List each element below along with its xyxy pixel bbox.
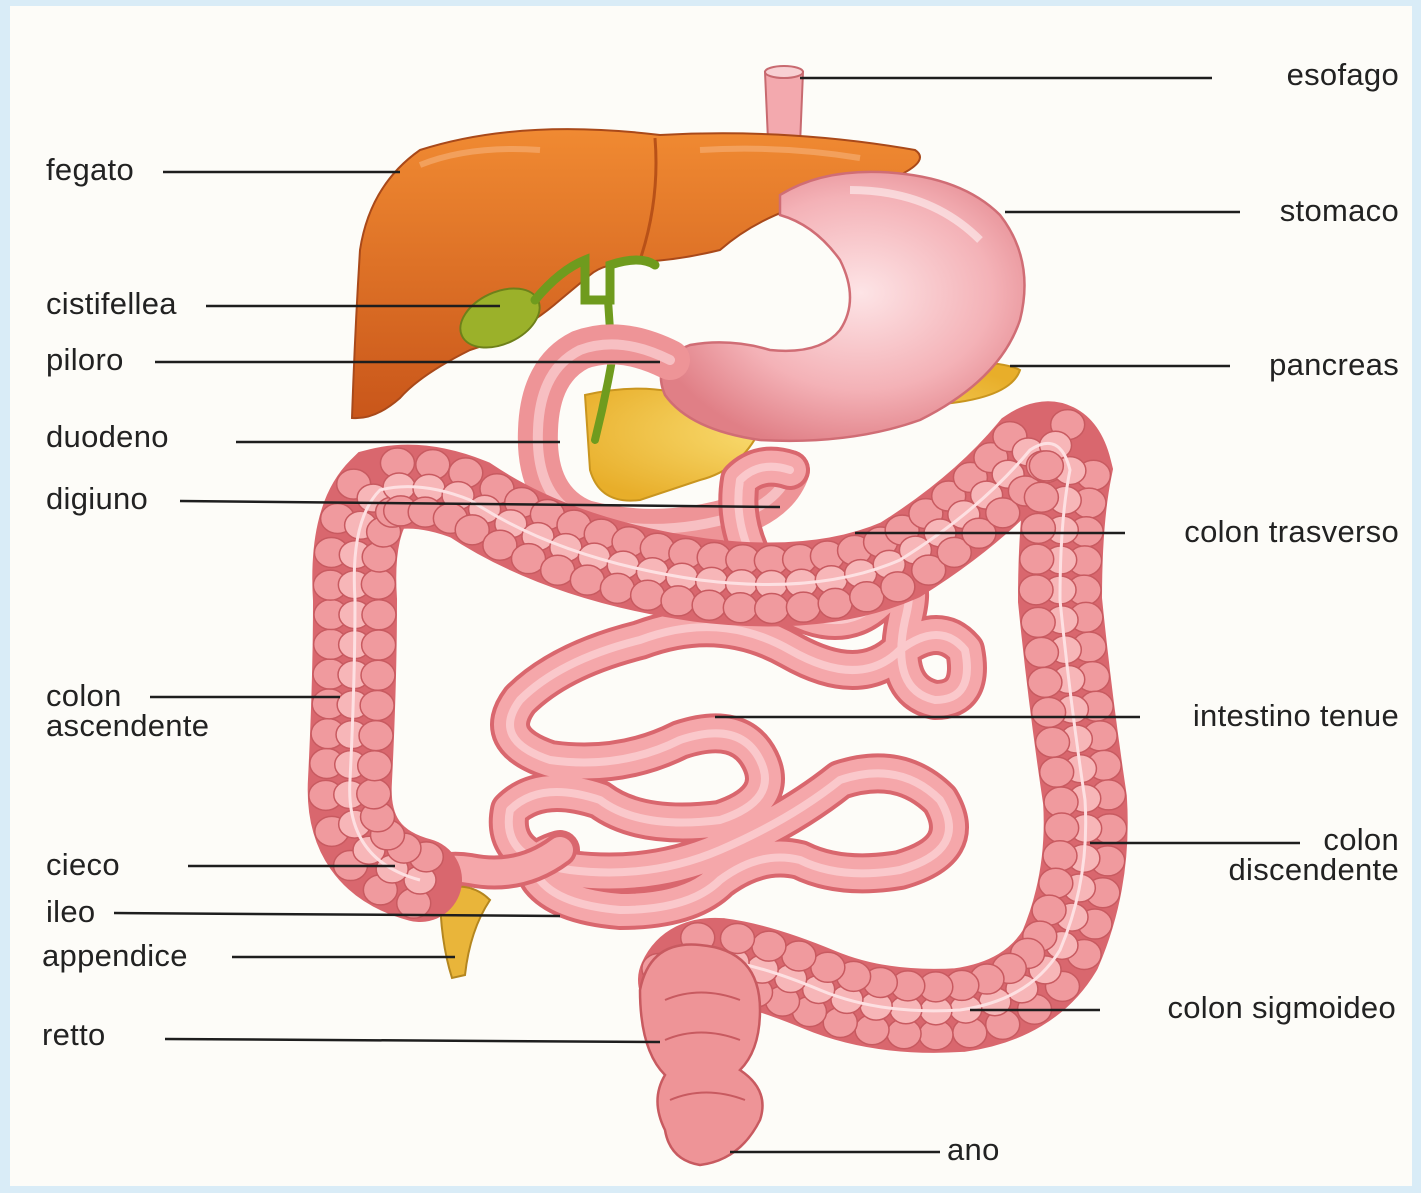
label-ileo: ileo <box>46 897 95 927</box>
colon-haustrum <box>541 555 575 585</box>
label-pancreas: pancreas <box>1269 350 1399 380</box>
colon-haustrum <box>362 630 396 660</box>
colon-haustrum <box>359 721 393 751</box>
colon-haustrum <box>357 779 391 809</box>
label-intestino-tenue: intestino tenue <box>1193 701 1399 731</box>
rectum <box>640 945 763 1165</box>
colon-haustrum <box>661 586 695 616</box>
colon-haustrum <box>1024 482 1058 512</box>
colon-haustrum <box>361 660 395 690</box>
label-colon-trasverso: colon trasverso <box>1184 517 1399 547</box>
colon-haustrum <box>361 569 395 599</box>
colon-haustrum <box>1024 637 1058 667</box>
colon-haustrum <box>850 582 884 612</box>
label-stomaco: stomaco <box>1280 196 1399 226</box>
colon-haustrum <box>570 565 604 595</box>
label-cistifellea: cistifellea <box>46 289 177 319</box>
colon-haustrum <box>1036 727 1070 757</box>
label-fegato: fegato <box>46 155 134 185</box>
label-esofago: esofago <box>1287 60 1399 90</box>
label-colon-ascendente-line1: colon <box>46 681 209 711</box>
label-colon-discendente: colon discendente <box>1229 825 1400 885</box>
label-piloro: piloro <box>46 345 124 375</box>
colon-haustrum <box>881 572 915 602</box>
colon-haustrum <box>600 573 634 603</box>
colon-haustrum <box>1019 575 1053 605</box>
colon-haustrum <box>1021 607 1055 637</box>
colon-haustrum <box>782 941 816 971</box>
label-digiuno: digiuno <box>46 484 148 514</box>
colon-haustrum <box>1040 757 1074 787</box>
label-duodeno: duodeno <box>46 422 169 452</box>
colon-haustrum <box>1043 841 1077 871</box>
colon-haustrum <box>1028 667 1062 697</box>
label-colon-sigmoideo: colon sigmoideo <box>1167 993 1396 1023</box>
colon-haustrum <box>631 580 665 610</box>
label-ano: ano <box>947 1135 1000 1165</box>
colon-haustrum <box>723 593 757 623</box>
colon-haustrum <box>1032 697 1066 727</box>
colon-haustrum <box>1045 813 1079 843</box>
colon-haustrum <box>692 590 726 620</box>
colon-haustrum <box>752 931 786 961</box>
colon-haustrum <box>1029 451 1063 481</box>
label-colon-discendente-line2: discendente <box>1229 855 1400 885</box>
colon-haustrum <box>360 690 394 720</box>
label-colon-ascendente: colon ascendente <box>46 681 209 741</box>
colon-haustrum <box>1020 544 1054 574</box>
colon-haustrum <box>1032 895 1066 925</box>
label-appendice: appendice <box>42 941 188 971</box>
colon-haustrum <box>1039 868 1073 898</box>
colon-haustrum <box>720 923 754 953</box>
colon-haustrum <box>358 751 392 781</box>
colon-haustrum <box>818 588 852 618</box>
colon-haustrum <box>786 592 820 622</box>
label-colon-discendente-line1: colon <box>1229 825 1400 855</box>
colon-haustrum <box>1021 513 1055 543</box>
colon-haustrum <box>362 600 396 630</box>
label-colon-ascendente-line2: ascendente <box>46 711 209 741</box>
colon-haustrum <box>755 593 789 623</box>
label-cieco: cieco <box>46 850 120 880</box>
label-retto: retto <box>42 1020 106 1050</box>
